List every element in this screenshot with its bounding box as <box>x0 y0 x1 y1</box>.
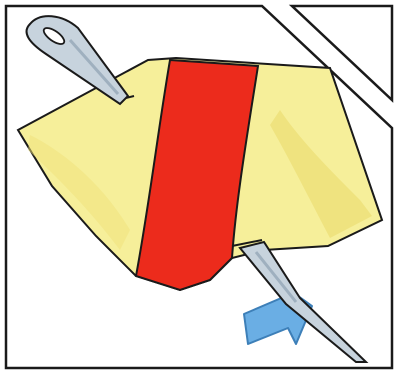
needle-eye <box>42 27 66 45</box>
fabric-shading-left <box>28 135 130 250</box>
needle-lower-highlight <box>254 251 298 303</box>
secondary-panel-frame <box>288 4 394 103</box>
fabric-shading <box>270 110 372 238</box>
red-stripe <box>134 58 260 292</box>
needle-upper-highlight <box>68 39 120 95</box>
fabric-slit-bottom <box>231 239 263 247</box>
